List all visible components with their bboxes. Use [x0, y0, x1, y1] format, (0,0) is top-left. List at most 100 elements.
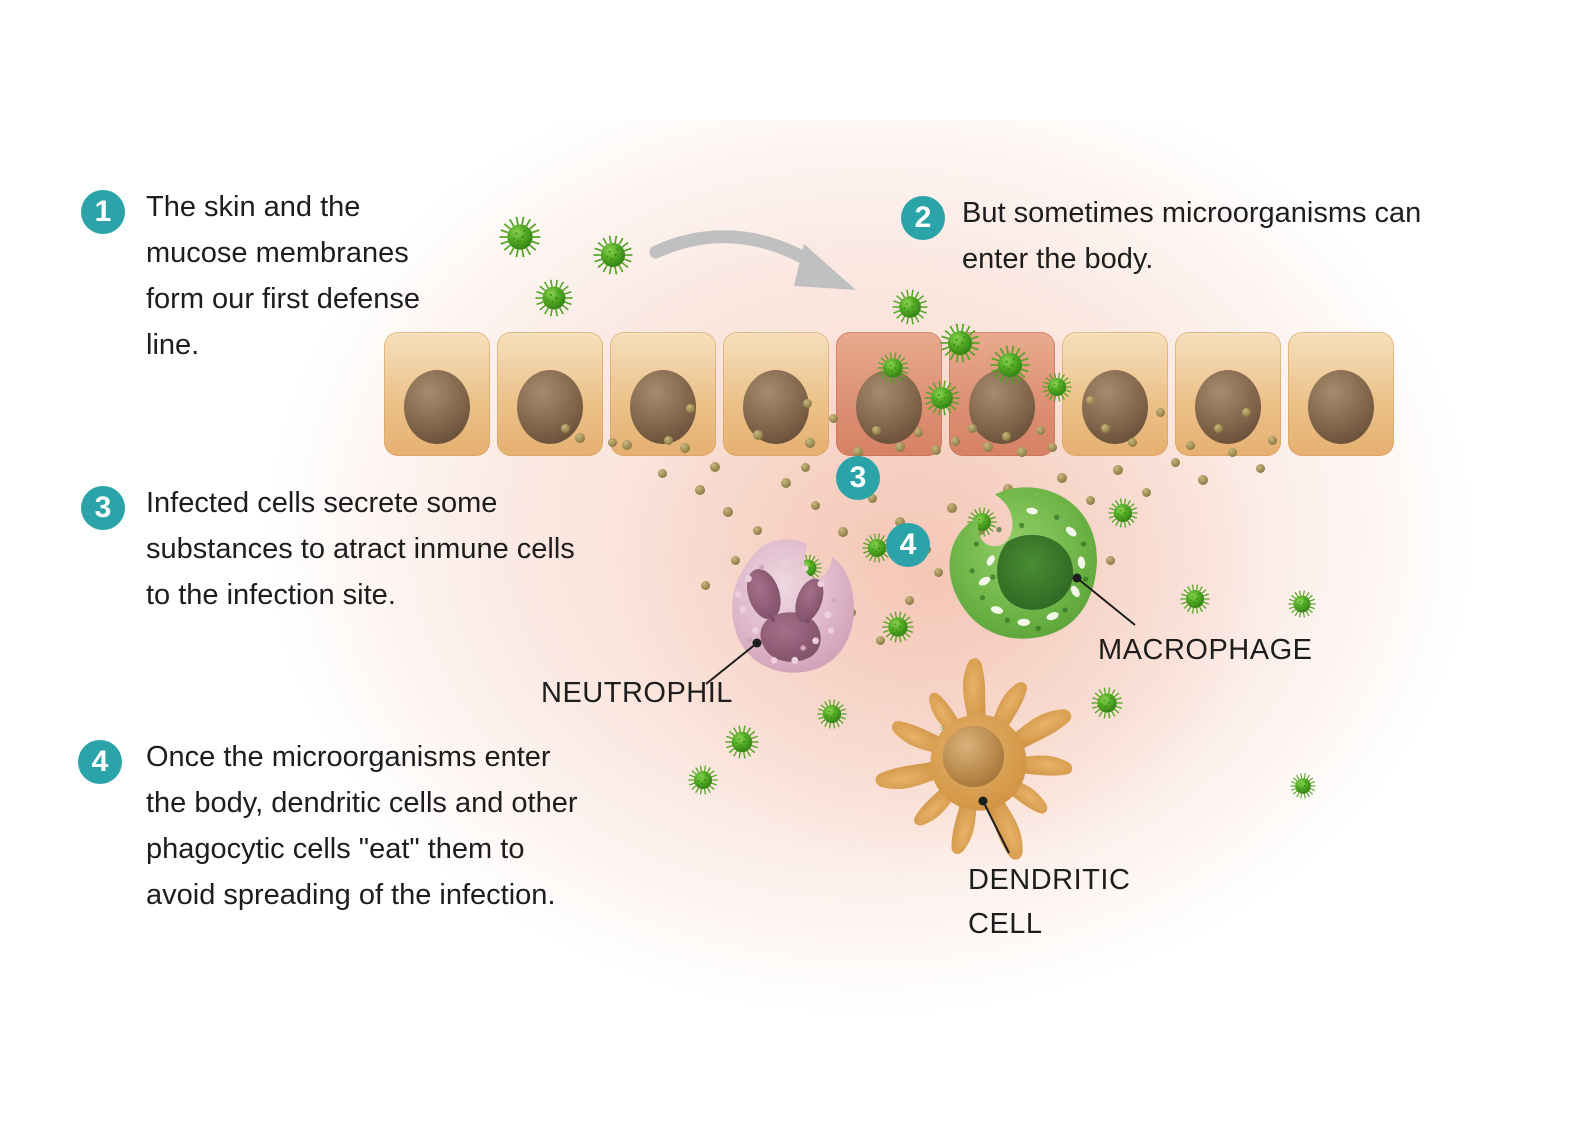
secretion-dot — [1213, 423, 1223, 433]
secretion-dot — [1141, 487, 1151, 497]
step-2-badge: 2 — [901, 196, 945, 240]
virus-icon — [725, 725, 759, 759]
secretion-dot — [913, 427, 923, 437]
secretion-dot — [657, 468, 667, 478]
secretion-dot — [1085, 495, 1095, 505]
secretion-dot — [1227, 447, 1237, 457]
virus-icon — [990, 345, 1030, 385]
skin-cell — [497, 332, 603, 456]
secretion-dot — [663, 435, 673, 445]
secretion-dot — [560, 423, 570, 433]
skin-cell-infected — [836, 332, 942, 456]
step-3-text: Infected cells secrete some substances t… — [146, 487, 575, 611]
step-2-text: But sometimes microorganisms can enter t… — [962, 197, 1422, 275]
diagram-marker-3-number: 3 — [849, 461, 867, 494]
secretion-dot — [1113, 465, 1123, 475]
skin-cell — [610, 332, 716, 456]
secretion-dot — [967, 423, 977, 433]
secretion-dot — [950, 436, 960, 446]
cell-nucleus — [1082, 370, 1148, 444]
virus-icon — [882, 611, 914, 643]
diagram-marker-4: 4 — [886, 523, 930, 567]
virus-icon — [1180, 584, 1210, 614]
virus-icon — [817, 699, 847, 729]
cell-nucleus — [630, 370, 696, 444]
secretion-dot — [895, 517, 905, 527]
secretion-dot — [1047, 442, 1057, 452]
virus-icon — [1042, 372, 1072, 402]
step-1-badge: 1 — [81, 190, 125, 234]
secretion-dot — [875, 635, 885, 645]
macrophage-cell — [949, 487, 1097, 639]
secretion-dot — [904, 595, 914, 605]
step-4-badge: 4 — [78, 740, 122, 784]
secretion-dot — [802, 398, 812, 408]
skin-cell — [1175, 332, 1281, 456]
secretion-dot — [1001, 431, 1011, 441]
secretion-dot — [680, 443, 690, 453]
secretion-dot — [1267, 435, 1277, 445]
neutrophil-cell — [732, 539, 854, 673]
secretion-dot — [1185, 440, 1195, 450]
step-1-number: 1 — [94, 195, 112, 228]
cell-nucleus — [969, 370, 1035, 444]
secretion-dot — [730, 555, 740, 565]
diagram-marker-3: 3 — [836, 456, 880, 500]
cell-nucleus — [517, 370, 583, 444]
cell-nucleus — [404, 370, 470, 444]
virus-icon — [892, 289, 928, 325]
secretion-dot — [1035, 425, 1045, 435]
secretion-dot — [1170, 457, 1180, 467]
step-3-number: 3 — [94, 491, 112, 524]
secretion-dot — [1127, 437, 1137, 447]
virus-icon — [1091, 687, 1123, 719]
secretion-dot — [838, 527, 848, 537]
secretion-dot — [622, 440, 632, 450]
virus-icon — [1290, 773, 1316, 799]
secretion-dot — [1003, 484, 1013, 494]
secretion-dot — [867, 493, 877, 503]
skin-cell — [1062, 332, 1168, 456]
secretion-dot — [800, 462, 810, 472]
cell-nucleus — [1308, 370, 1374, 444]
secretion-dot — [1198, 475, 1208, 485]
secretion-dot — [1100, 423, 1110, 433]
macrophage-label: MACROPHAGE — [1098, 634, 1313, 666]
secretion-dot — [723, 507, 733, 517]
cell-nucleus — [1195, 370, 1261, 444]
dendritic-cell — [874, 658, 1076, 864]
skin-cell — [1288, 332, 1394, 456]
virus-icon — [1108, 498, 1138, 528]
secretion-dot — [700, 580, 710, 590]
secretion-dot — [947, 503, 957, 513]
secretion-dot — [933, 567, 943, 577]
cell-nucleus — [856, 370, 922, 444]
secretion-dot — [983, 442, 993, 452]
entry-arrow — [649, 230, 856, 290]
secretion-dot — [781, 478, 791, 488]
secretion-dot — [931, 445, 941, 455]
skin-cell — [384, 332, 490, 456]
virus-icon — [1288, 590, 1316, 618]
virus-icon — [688, 765, 718, 795]
virus-icon — [940, 323, 980, 363]
secretion-dot — [853, 447, 863, 457]
step-2-number: 2 — [914, 201, 932, 234]
secretion-dot — [1017, 447, 1027, 457]
step-3-badge: 3 — [81, 486, 125, 530]
secretion-dot — [810, 500, 820, 510]
virus-icon — [535, 279, 573, 317]
secretion-dot — [1255, 463, 1265, 473]
secretion-dot — [695, 485, 705, 495]
secretion-dot — [871, 425, 881, 435]
secretion-dot — [710, 462, 720, 472]
secretion-dot — [1057, 473, 1067, 483]
virus-icon — [593, 235, 633, 275]
dendritic-cell-label: DENDRITIC CELL — [968, 864, 1131, 940]
step-1-text: The skin and the mucose membranes form o… — [146, 191, 420, 361]
step-4-text: Once the microorganisms enter the body, … — [146, 741, 578, 911]
neutrophil-label: NEUTROPHIL — [541, 677, 733, 709]
virus-icon — [877, 352, 909, 384]
